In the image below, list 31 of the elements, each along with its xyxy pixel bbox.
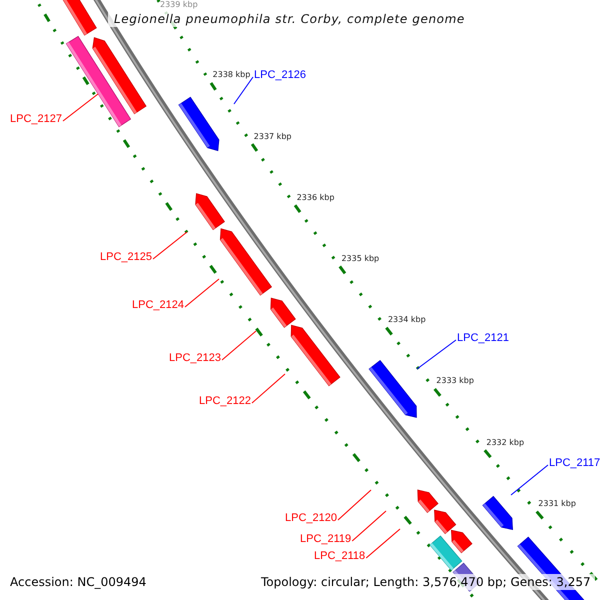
gene-label: LPC_2122 — [199, 395, 251, 408]
scale-label: 2336 kbp — [296, 192, 334, 203]
gene-label: LPC_2121 — [457, 332, 509, 345]
gene-label: LPC_2120 — [285, 512, 337, 525]
leader-line — [222, 330, 256, 360]
leader-line — [184, 278, 220, 308]
leader-line — [252, 374, 286, 404]
leader-line — [366, 528, 400, 558]
leader-line — [62, 94, 98, 122]
gene-label: LPC_2117 — [549, 457, 600, 470]
gene-label: LPC_2125 — [100, 251, 152, 264]
scale-label: 2331 kbp — [538, 499, 576, 510]
scale-label: 2337 kbp — [254, 132, 292, 142]
scale-label: 2339 kbp — [160, 0, 198, 10]
leader-line — [510, 464, 548, 496]
gene-label: LPC_2123 — [169, 352, 221, 365]
gene-label: LPC_2127 — [10, 113, 62, 126]
leader-line — [338, 490, 372, 520]
gene-label: LPC_2126 — [254, 69, 306, 82]
scale-label: 2335 kbp — [341, 254, 380, 264]
gene-label: LPC_2118 — [314, 550, 366, 563]
gene-label: LPC_2124 — [132, 299, 184, 312]
scale-label: 2334 kbp — [388, 315, 426, 326]
scale-label: 2333 kbp — [436, 376, 474, 386]
leader-line — [352, 510, 386, 542]
leader-line — [234, 76, 254, 104]
scale-label: 2338 kbp — [212, 70, 250, 80]
scale-label: 2332 kbp — [486, 438, 524, 448]
gene-label: LPC_2119 — [300, 533, 352, 546]
leader-line — [152, 232, 188, 260]
leader-line — [416, 340, 456, 370]
